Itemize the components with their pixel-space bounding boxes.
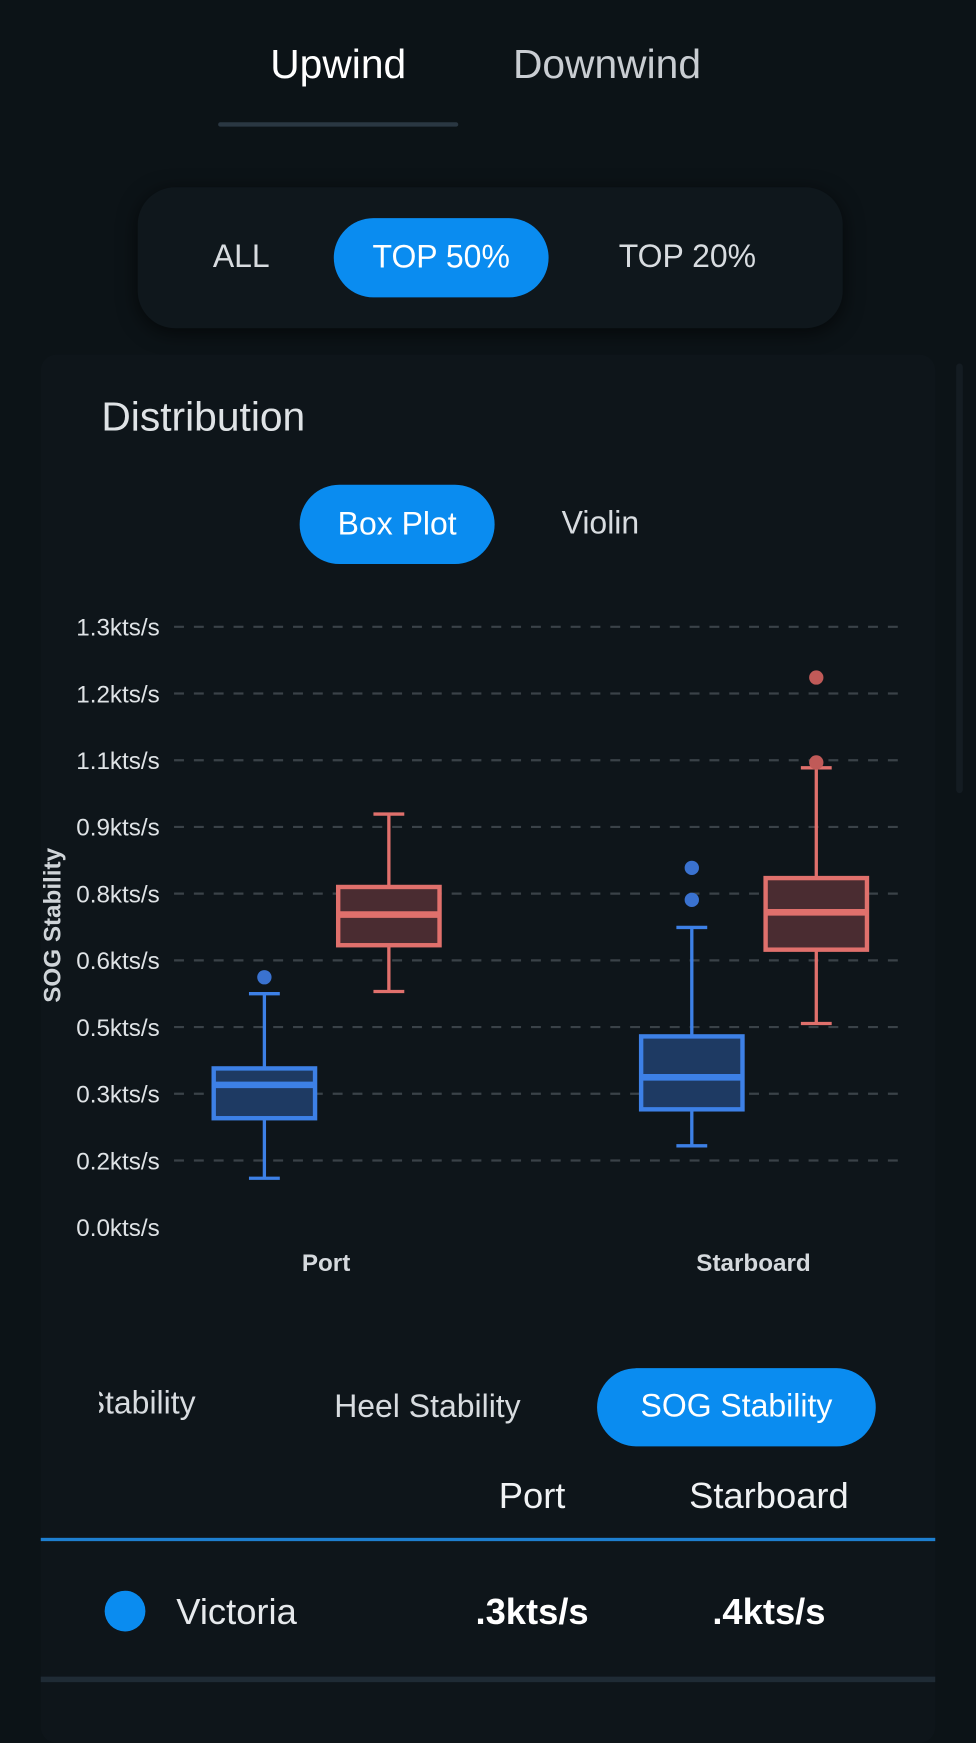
plot-type-box-plot[interactable]: Box Plot xyxy=(299,484,495,565)
box-plot-chart: 0.0kts/s 0.2kts/s 0.3kts/s 0.5kts/s 0.6kts/s… xyxy=(40,615,906,1277)
tab-downwind[interactable]: Downwind xyxy=(512,41,702,88)
series-color-dot xyxy=(104,1590,146,1632)
y-tick-label: 0.2kts/s xyxy=(76,1148,159,1175)
table-header-divider xyxy=(40,1537,936,1542)
metric-tab-heel-stability[interactable]: Heel Stability xyxy=(334,1389,521,1425)
filter-all[interactable]: ALL xyxy=(212,239,270,275)
y-tick-label: 0.5kts/s xyxy=(76,1015,159,1042)
x-tick-label: Starboard xyxy=(696,1250,810,1277)
row-starboard-value: .4kts/s xyxy=(712,1590,826,1632)
outlier-point xyxy=(809,670,824,685)
filter-top-50[interactable]: TOP 50% xyxy=(333,218,549,298)
table-header-port: Port xyxy=(498,1475,566,1516)
distribution-card xyxy=(40,354,936,1743)
y-tick-label: 1.3kts/s xyxy=(76,615,159,642)
card-title: Distribution xyxy=(101,394,306,440)
outlier-point xyxy=(809,755,824,770)
active-tab-underline xyxy=(218,122,459,127)
box xyxy=(638,1034,745,1112)
row-port-value: .3kts/s xyxy=(475,1590,589,1632)
row-divider xyxy=(40,1676,936,1683)
y-tick-label: 0.6kts/s xyxy=(76,948,159,975)
outlier-point xyxy=(684,860,699,876)
metric-tab-stability-label: Stability xyxy=(99,1385,196,1422)
filter-top-20[interactable]: TOP 20% xyxy=(618,239,757,275)
y-tick-label: 0.8kts/s xyxy=(76,881,159,908)
y-tick-label: 0.9kts/s xyxy=(76,815,159,842)
y-tick-label: 1.2kts/s xyxy=(76,681,159,708)
box xyxy=(211,1066,318,1121)
outlier-point xyxy=(684,892,699,908)
y-tick-label: 0.3kts/s xyxy=(76,1082,159,1109)
metric-tab-stability[interactable]: Stability xyxy=(99,1386,242,1422)
row-name: Victoria xyxy=(176,1590,297,1632)
tab-upwind[interactable]: Upwind xyxy=(270,41,407,88)
x-tick-label: Port xyxy=(302,1250,350,1277)
y-tick-label: 0.0kts/s xyxy=(76,1215,159,1242)
plot-type-violin[interactable]: Violin xyxy=(561,506,640,542)
y-axis-label: SOG Stability xyxy=(40,847,67,1002)
outlier-point xyxy=(257,970,272,985)
scrollbar[interactable] xyxy=(956,363,963,794)
table-header-starboard: Starboard xyxy=(689,1475,849,1516)
y-tick-label: 1.1kts/s xyxy=(76,748,159,775)
metric-tab-sog-stability[interactable]: SOG Stability xyxy=(597,1368,876,1447)
